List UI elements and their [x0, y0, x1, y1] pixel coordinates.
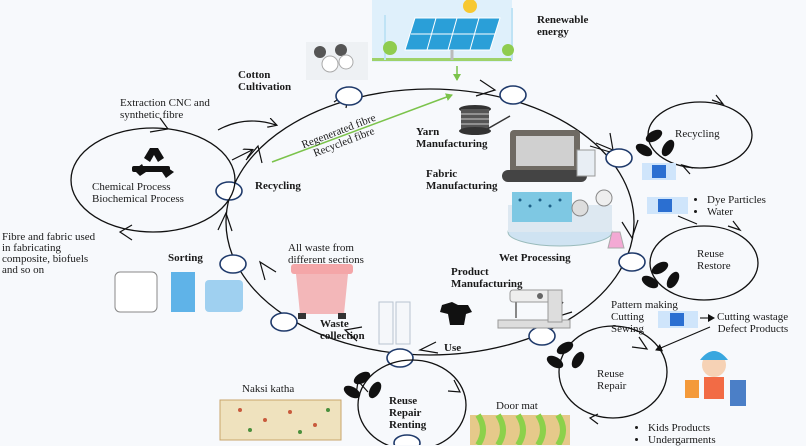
node-fabric — [605, 148, 633, 168]
leaf-recycle-icon-1 — [635, 129, 675, 157]
extraction-label: Extraction CNC and synthetic fibre — [120, 97, 210, 121]
node-cotton — [335, 86, 363, 106]
fibre-use-note: Fibre and fabric used in fabricating com… — [2, 231, 96, 276]
node-wet — [618, 252, 646, 272]
door-mat-label: Door mat — [496, 400, 538, 412]
sewing-machine-illustration — [497, 289, 571, 329]
stage-label-use: Use — [444, 342, 462, 354]
stage-label-fabric: Fabric Manufacturing — [426, 168, 498, 192]
extraction-arrow — [217, 121, 276, 131]
node-sorting — [219, 254, 247, 274]
stage-label-wet: Wet Processing — [499, 252, 571, 264]
stage-label-sorting: Sorting — [168, 252, 203, 264]
naksi-katha-illustration — [219, 399, 342, 441]
waste-note: All waste from different sections — [288, 242, 364, 266]
cutting-wastage-label: Cutting wastage Defect Products — [717, 311, 789, 335]
cutting-to-repair-arrow — [655, 326, 711, 352]
reuse-repair-label: Reuse Repair — [597, 368, 627, 392]
reuse-repair-arrow-2 — [588, 413, 599, 425]
regenerated-fibre-arrow — [271, 93, 453, 163]
naksi-katha-label: Naksi katha — [242, 383, 295, 395]
yarn-spool-illustration — [459, 105, 511, 135]
leaf-recycle-icon-4 — [343, 371, 382, 399]
recycle-icon — [132, 148, 174, 178]
renewable-energy-illustration — [372, 0, 514, 62]
chemical-process-label: Chemical Process Biochemical Process — [92, 181, 184, 205]
stage-label-product: Product Manufacturing — [451, 266, 523, 290]
dye-bullet-item: Dye Particles — [707, 194, 766, 206]
node-yarn — [499, 85, 527, 105]
reuse-repair-renting-label: Reuse Repair Renting — [389, 395, 427, 431]
side-loop-recycling-arrow — [711, 94, 725, 106]
side-loop-recycling-arrow-2 — [680, 163, 694, 175]
dye-bullet-item: Water — [707, 206, 766, 218]
renewable-energy-label: Renewable energy — [537, 14, 589, 38]
blue-bin-icon-3 — [658, 311, 698, 328]
side-loop-reuse-repair — [558, 325, 668, 419]
blue-bin-icon-1 — [642, 163, 676, 180]
waste-bin-illustration — [291, 264, 353, 319]
chemical-loop-arrow-bottom — [118, 224, 133, 241]
renting-loop-arrow — [447, 379, 462, 393]
node-renting — [393, 434, 421, 445]
stage-label-recycling: Recycling — [255, 180, 301, 192]
fabric-machine-illustration — [502, 130, 596, 182]
kid-illustration — [685, 351, 746, 406]
chemical-process-text: Chemical Process — [92, 181, 171, 193]
fabric-to-recycling-arrow — [589, 145, 611, 153]
leaf-recycle-icon-3 — [546, 341, 585, 369]
chemical-loop-arrow — [149, 117, 170, 133]
side-loop-recycling-label: Recycling — [675, 128, 720, 140]
biochemical-process-text: Biochemical Process — [92, 193, 184, 205]
stage-label-yarn: Yarn Manufacturing — [416, 126, 488, 150]
leaf-recycle-icon-2 — [641, 261, 680, 289]
cotton-illustration — [306, 42, 368, 80]
kids-bullet-item: Undergarments — [648, 434, 716, 446]
pattern-making-label: Pattern making Cutting Sewing — [611, 299, 678, 335]
sorting-clothes-illustration — [114, 271, 243, 313]
main-cycle-path — [225, 88, 635, 356]
door-mat-illustration — [470, 413, 570, 445]
node-waste — [270, 312, 298, 332]
reuse-restore-arrow — [727, 220, 742, 232]
clothing-use-illustration — [378, 301, 472, 345]
node-recycling — [215, 181, 243, 201]
node-use — [386, 348, 414, 368]
reuse-restore-label: Reuse Restore — [697, 248, 731, 272]
stage-nodes — [215, 85, 646, 368]
stage-label-waste: Waste collection — [320, 318, 365, 342]
dye-bullets: Dye Particles Water — [693, 194, 766, 218]
wet-processing-illustration — [507, 189, 625, 249]
reuse-repair-arrow — [631, 336, 649, 350]
dye-to-restore-arrow — [677, 215, 698, 225]
chemical-process-loop — [70, 127, 236, 233]
kids-bullet-item: Kids Products — [648, 422, 716, 434]
blue-bin-icon-2 — [647, 197, 688, 214]
stage-label-cotton: Cotton Cultivation — [238, 69, 292, 93]
side-loop-reuse-restore — [649, 225, 759, 301]
kids-bullets: Kids Products Undergarments — [634, 422, 716, 446]
side-loop-reuse-repair-renting — [357, 359, 467, 445]
node-product — [528, 326, 556, 346]
recycling-to-cycle-arrow — [231, 150, 252, 161]
